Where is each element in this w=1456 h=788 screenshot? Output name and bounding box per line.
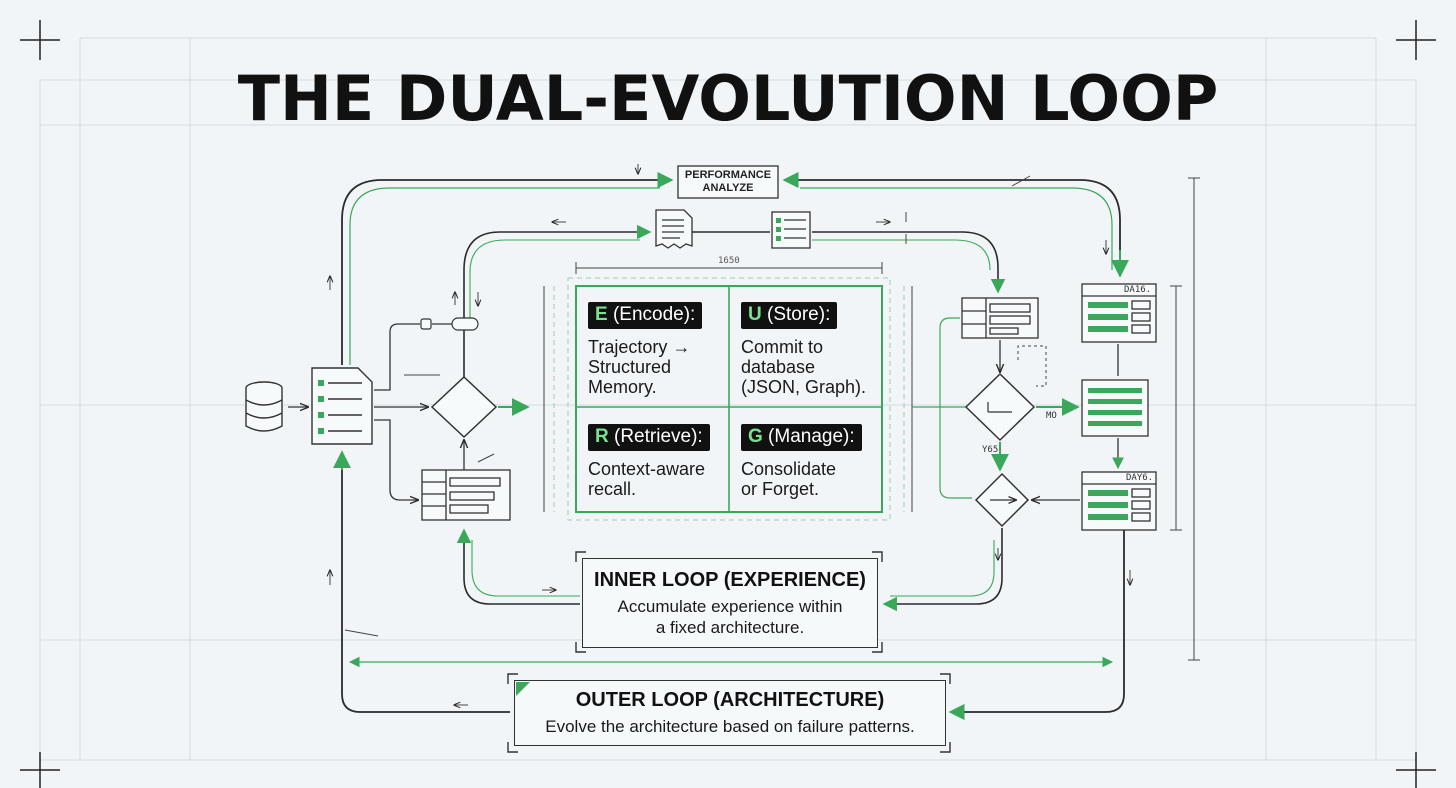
panel-top-label: DA16. xyxy=(1124,285,1152,295)
performance-line: PERFORMANCE xyxy=(684,169,772,181)
op-store: U (Store): Commit to database (JSON, Gra… xyxy=(741,302,877,397)
yes-label: Y65 xyxy=(982,445,999,455)
performance-analyze-box xyxy=(677,165,779,199)
memory-ops-grid-frame xyxy=(543,277,913,521)
database-icon xyxy=(245,381,283,432)
op-retrieve-key: R xyxy=(595,426,609,447)
panel-bottom-label: DAY6. xyxy=(1126,473,1154,483)
document-icon-2 xyxy=(771,211,811,249)
no-label: MO xyxy=(1046,411,1057,421)
op-encode-header: E (Encode): xyxy=(588,302,703,329)
right-table-icon xyxy=(961,297,1039,339)
right-flow-line xyxy=(939,317,972,499)
inner-loop-right xyxy=(882,528,1003,612)
outer-loop-path xyxy=(341,452,510,713)
document-icon-1 xyxy=(655,209,693,249)
decision-diamond-right xyxy=(964,372,1036,442)
op-encode-key: E xyxy=(595,304,608,325)
op-store-desc: Commit to database (JSON, Graph). xyxy=(741,337,867,397)
op-store-key: U xyxy=(748,304,762,325)
op-retrieve-name: (Retrieve): xyxy=(608,426,703,447)
annotation-marks xyxy=(330,164,1130,705)
top-loop-left-green xyxy=(349,187,660,365)
inner-loop-left xyxy=(456,528,580,605)
outer-loop-corners xyxy=(507,673,951,753)
inner-loop-line1: Accumulate experience within xyxy=(617,597,843,616)
inner-loop-line2: a fixed architecture. xyxy=(655,618,805,637)
doc-loop-right-green xyxy=(812,239,991,271)
inner-loop-box: INNER LOOP (EXPERIENCE) Accumulate exper… xyxy=(582,558,878,648)
op-retrieve-desc: Context-aware recall. xyxy=(588,459,706,499)
doc-loop-green xyxy=(469,239,640,320)
doc-loop-left xyxy=(463,224,652,378)
top-loop-right-green xyxy=(800,187,1113,270)
outer-loop-title: OUTER LOOP (ARCHITECTURE) xyxy=(575,689,885,711)
connector-pill xyxy=(451,317,479,331)
outer-loop-box: OUTER LOOP (ARCHITECTURE) Evolve the arc… xyxy=(514,680,946,746)
inner-loop-right-green xyxy=(890,540,995,597)
data-panel-bottom xyxy=(1081,471,1157,531)
op-retrieve: R (Retrieve): Context-aware recall. xyxy=(588,424,728,499)
op-manage-name: (Manage): xyxy=(762,426,855,447)
outer-loop-return-arrow xyxy=(948,530,1125,721)
diamond-inner-arrow xyxy=(987,402,1012,413)
outer-loop-accent xyxy=(516,682,530,696)
op-encode: E (Encode): Trajectory → Structured Memo… xyxy=(588,302,724,397)
right-dimension-lines xyxy=(1170,177,1200,661)
dimension-line xyxy=(575,262,883,274)
inner-loop-corners xyxy=(575,551,883,653)
dashed-link xyxy=(1017,345,1047,387)
op-encode-desc: Trajectory → Structured Memory. xyxy=(588,337,691,397)
top-loop-left xyxy=(341,171,674,365)
op-store-name: (Store): xyxy=(761,304,831,325)
inner-loop-title: INNER LOOP (EXPERIENCE) xyxy=(594,569,866,591)
corner-marks xyxy=(20,20,1436,788)
op-manage: G (Manage): Consolidate or Forget. xyxy=(741,424,881,499)
left-table-icon xyxy=(421,469,511,521)
op-store-header: U (Store): xyxy=(741,302,838,329)
op-manage-header: G (Manage): xyxy=(741,424,862,451)
top-loop-right xyxy=(782,171,1121,270)
outer-loop-desc: Evolve the architecture based on failure… xyxy=(545,717,915,736)
op-retrieve-header: R (Retrieve): xyxy=(588,424,710,451)
data-panel-middle xyxy=(1081,379,1149,437)
inner-loop-left-green xyxy=(471,540,580,597)
op-manage-key: G xyxy=(748,426,763,447)
op-encode-name: (Encode): xyxy=(607,304,696,325)
doc-to-table xyxy=(374,419,418,500)
checklist-document xyxy=(311,367,373,445)
op-manage-desc: Consolidate or Forget. xyxy=(741,459,837,499)
dimension-value: 1650 xyxy=(718,256,740,266)
performance-analyze-label: PERFORMANCE ANALYZE xyxy=(678,169,778,195)
decision-diamond-left xyxy=(430,375,498,439)
page-title: THE DUAL-EVOLUTION LOOP xyxy=(237,62,1219,135)
analyze-line: ANALYZE xyxy=(702,182,754,194)
doc-loop-right xyxy=(812,231,1006,294)
connector-small xyxy=(420,318,432,330)
data-panel-top xyxy=(1081,283,1157,343)
